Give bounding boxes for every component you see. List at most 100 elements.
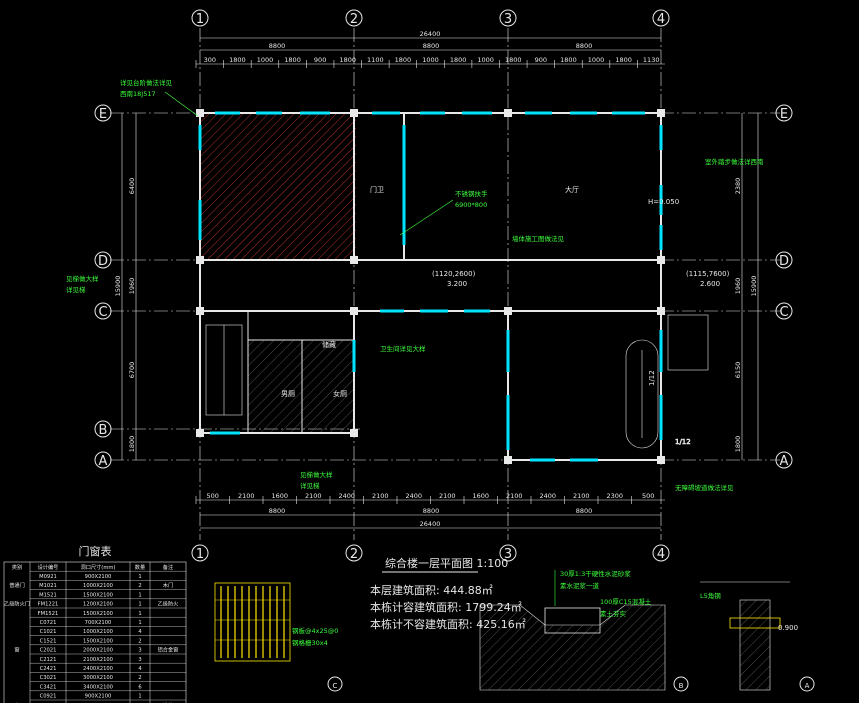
detail-c-note-2: 钢格栅30x4 xyxy=(292,638,328,647)
table-cell: C2021 xyxy=(40,648,57,654)
dim-bay-2-bottom: 8800 xyxy=(423,507,440,515)
note-stair-2: 详见梯 xyxy=(66,285,86,294)
svg-text:2: 2 xyxy=(350,547,358,562)
left-dimensions: 6400 1960 6700 1800 15900 xyxy=(114,113,137,460)
table-cell: C2421 xyxy=(40,666,57,672)
svg-text:3: 3 xyxy=(504,12,512,27)
table-cell: FM1221 xyxy=(38,602,59,608)
detail-b-note-2: 素水泥浆一道 xyxy=(560,581,600,590)
axis-bubble-3-bottom: 3 xyxy=(499,544,517,562)
table-cell: 900X2100 xyxy=(85,694,112,700)
note-stair-1: 见梯做大样 xyxy=(66,274,99,283)
table-cell: 1 xyxy=(138,694,141,700)
detail-a-bubble: A xyxy=(805,682,810,690)
table-cell: 木门 xyxy=(163,581,173,589)
top-chain-dim: 1800 xyxy=(560,56,577,64)
table-cell: 1000X2100 xyxy=(83,583,113,589)
table-cell: 1 xyxy=(138,611,141,617)
dim-right-total: 15900 xyxy=(750,276,758,297)
table-cell: 900X2100 xyxy=(85,574,112,580)
axis-bubble-C-left: C xyxy=(94,302,112,320)
table-cell: C1521 xyxy=(40,638,57,644)
bottom-chain-dim: 2100 xyxy=(372,492,389,500)
table-cell: 铝合金窗 xyxy=(158,646,179,654)
table-cell: 1500X2100 xyxy=(83,592,113,598)
dim-right-2: 1960 xyxy=(734,278,742,295)
note-rail-2: 6900*800 xyxy=(455,201,487,209)
windows xyxy=(198,111,663,462)
axis-bubble-1-top: 1 xyxy=(191,9,209,27)
top-chain-dim: 1800 xyxy=(229,56,246,64)
area-total: 本层建筑面积: 444.88㎡ xyxy=(370,583,493,597)
room-label-toilet-f: 女厕 xyxy=(333,389,347,398)
dim-left-total: 15900 xyxy=(114,276,122,297)
table-cell: 2 xyxy=(138,675,141,681)
hatched-room-nw xyxy=(200,113,356,260)
stair-left xyxy=(205,324,243,416)
dim-left-3: 6700 xyxy=(128,362,136,379)
note-ramp: 无障碍坡道做法详见 xyxy=(675,483,734,492)
stair-right: 1/12 xyxy=(625,314,709,449)
axis-bubble-A-left: A xyxy=(94,451,112,469)
axis-bubble-A-right: A xyxy=(775,451,793,469)
dim-bay-3-bottom: 8800 xyxy=(576,507,593,515)
toilet-area xyxy=(248,340,353,432)
detail-a-note-1: L5角钢 xyxy=(700,591,721,600)
note-wall: 墙体施工图做法见 xyxy=(512,234,565,243)
note-toilet: 卫生间详见大样 xyxy=(380,344,426,353)
top-chain-dim: 1800 xyxy=(395,56,412,64)
table-cell: 4 xyxy=(138,666,142,672)
top-chain-dim: 1800 xyxy=(339,56,356,64)
table-cell: C1021 xyxy=(40,629,57,635)
table-cell: C3421 xyxy=(40,684,57,690)
note-stair-3: 见梯做大样 xyxy=(300,470,333,479)
axis-bubble-D-left: D xyxy=(94,251,112,269)
table-cell: 乙级防火 xyxy=(158,600,179,608)
table-cell: 窗 xyxy=(14,646,19,654)
annotations: 详见台阶做法详见 西南18J517 见梯做大样 详见梯 见梯做大样 详见梯 不锈… xyxy=(66,78,764,492)
note-steps-2: 西南18J517 xyxy=(120,89,156,98)
table-header-cell: 备注 xyxy=(163,563,173,571)
dim-bay-1-top: 8800 xyxy=(269,42,286,50)
table-cell: 3 xyxy=(138,648,141,654)
table-cell: M1521 xyxy=(39,592,57,598)
top-chain-dim: 1000 xyxy=(477,56,494,64)
table-header-cell: 类别 xyxy=(12,563,22,571)
table-cell: 4 xyxy=(138,629,142,635)
axis-bubble-4-top: 4 xyxy=(652,9,670,27)
table-cell: M1021 xyxy=(39,583,57,589)
table-cell: 2000X2100 xyxy=(83,648,113,654)
table-title: 门窗表 xyxy=(79,544,112,558)
bottom-chain-dim: 2400 xyxy=(539,492,556,500)
table-cell: 2 xyxy=(138,583,141,589)
svg-text:A: A xyxy=(99,454,108,469)
top-chain-dim: 1800 xyxy=(615,56,632,64)
axis-bubble-C-right: C xyxy=(775,302,793,320)
svg-text:D: D xyxy=(779,254,789,269)
top-chain-dim: 1800 xyxy=(450,56,467,64)
svg-text:1: 1 xyxy=(196,547,204,562)
dim-right-3: 6150 xyxy=(734,362,742,379)
table-cell: 1500X2100 xyxy=(83,638,113,644)
svg-text:C: C xyxy=(779,305,788,320)
table-cell: 2400X2100 xyxy=(83,666,113,672)
elev-4: 2.600 xyxy=(700,280,720,288)
detail-b-note-4: 素土夯实 xyxy=(600,609,627,618)
dim-right-4: 1800 xyxy=(734,436,742,453)
dim-right-1: 2380 xyxy=(734,178,742,195)
axis-bubble-3-top: 3 xyxy=(499,9,517,27)
detail-c: 钢板@4x25@0 钢格栅30x4 C xyxy=(214,582,343,692)
room-label-storage: 储藏 xyxy=(322,340,336,349)
dim-bay-3-top: 8800 xyxy=(576,42,593,50)
svg-text:E: E xyxy=(780,107,788,122)
axis-bubble-2-bottom: 2 xyxy=(345,544,363,562)
table-cell: 普通门 xyxy=(9,581,25,589)
dim-bay-2-top: 8800 xyxy=(423,42,440,50)
top-chain-dim: 1100 xyxy=(367,56,384,64)
top-chain-dim: 1000 xyxy=(422,56,439,64)
